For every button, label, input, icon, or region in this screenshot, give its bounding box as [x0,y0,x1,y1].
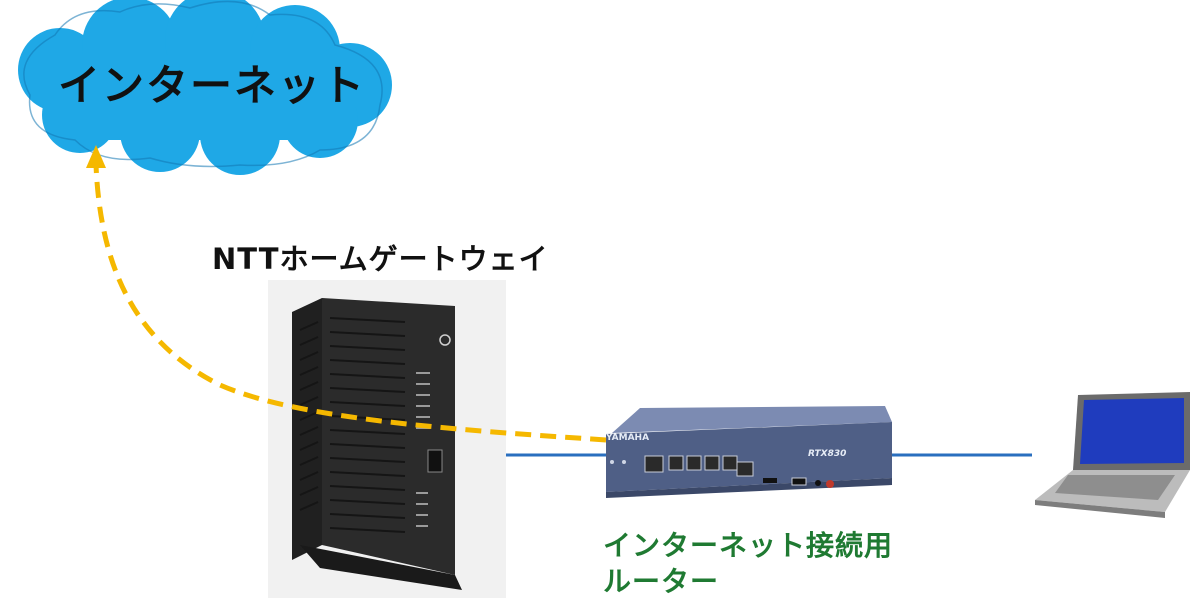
laptop [1035,392,1190,518]
yamaha-router [606,406,892,498]
internet-path-arrow [86,145,607,443]
router-brand-label: YAMAHA [606,433,650,443]
router-caption-line1: インターネット接続用 [603,529,894,562]
router-caption-line2: ルーター [603,565,720,598]
internet-cloud-label: インターネット [58,61,367,110]
internet-cloud [18,0,392,175]
router-model-label: RTX830 [808,449,847,459]
gateway-title: NTTホームゲートウェイ [212,242,549,276]
ntt-home-gateway [268,280,506,598]
